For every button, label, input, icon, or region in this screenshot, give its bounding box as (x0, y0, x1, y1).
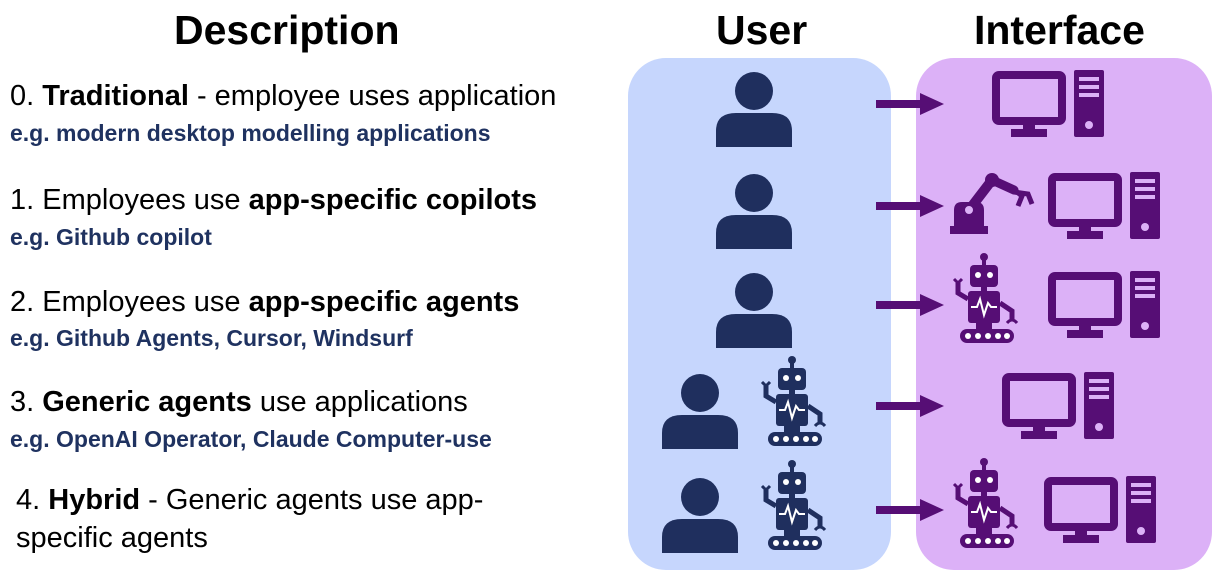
row-title-bold: Traditional (42, 80, 189, 112)
row-number: 2. (10, 286, 35, 318)
row-title-text: - Generic agents use app- (140, 484, 484, 516)
row-title-bold: app-specific agents (248, 286, 520, 318)
row-1-title: 1. Employees use app-specific copilots (10, 186, 537, 215)
row-3-example: e.g. OpenAI Operator, Claude Computer-us… (10, 426, 492, 452)
computer-icon (1048, 172, 1162, 240)
row-title-text: use applications (251, 386, 468, 418)
interface-heading: Interface (974, 7, 1145, 53)
row-number: 1. (10, 184, 35, 216)
row-2-example: e.g. Github Agents, Cursor, Windsurf (10, 325, 413, 351)
row-3-title: 3. Generic agents use applications (10, 388, 468, 417)
person-icon (716, 71, 792, 147)
row-0-title: 0. Traditional - employee uses applicati… (10, 82, 556, 111)
row-0-example: e.g. modern desktop modelling applicatio… (10, 120, 491, 146)
row-title-bold: Generic agents (42, 386, 252, 418)
arrow-icon (876, 93, 944, 115)
computer-icon (1002, 372, 1116, 440)
arrow-icon (876, 195, 944, 217)
row-number: 0. (10, 80, 35, 112)
row-title-bold: app-specific copilots (248, 184, 538, 216)
robot-icon (952, 253, 1024, 345)
person-icon (716, 173, 792, 249)
person-icon (662, 373, 738, 449)
description-heading: Description (174, 7, 400, 53)
robot-icon (760, 356, 832, 448)
robot-icon (760, 460, 832, 552)
robotic-arm-icon (948, 170, 1036, 236)
user-heading: User (716, 7, 808, 53)
row-1-example: e.g. Github copilot (10, 224, 212, 250)
robot-icon (952, 458, 1024, 550)
arrow-icon (876, 395, 944, 417)
computer-icon (1044, 476, 1158, 544)
row-title-text: - employee uses application (188, 80, 557, 112)
row-title-bold: Hybrid (48, 484, 141, 516)
row-4-title: 4. Hybrid - Generic agents use app- (16, 486, 483, 515)
arrow-icon (876, 499, 944, 521)
row-number: 4. (16, 484, 41, 516)
computer-icon (1048, 271, 1162, 339)
row-title-text: Employees use (42, 184, 249, 216)
person-icon (662, 477, 738, 553)
arrow-icon (876, 294, 944, 316)
row-number: 3. (10, 386, 35, 418)
computer-icon (992, 70, 1106, 138)
person-icon (716, 272, 792, 348)
row-title-text: Employees use (42, 286, 249, 318)
row-4-title-continuation: specific agents (16, 522, 208, 554)
row-2-title: 2. Employees use app-specific agents (10, 288, 519, 317)
